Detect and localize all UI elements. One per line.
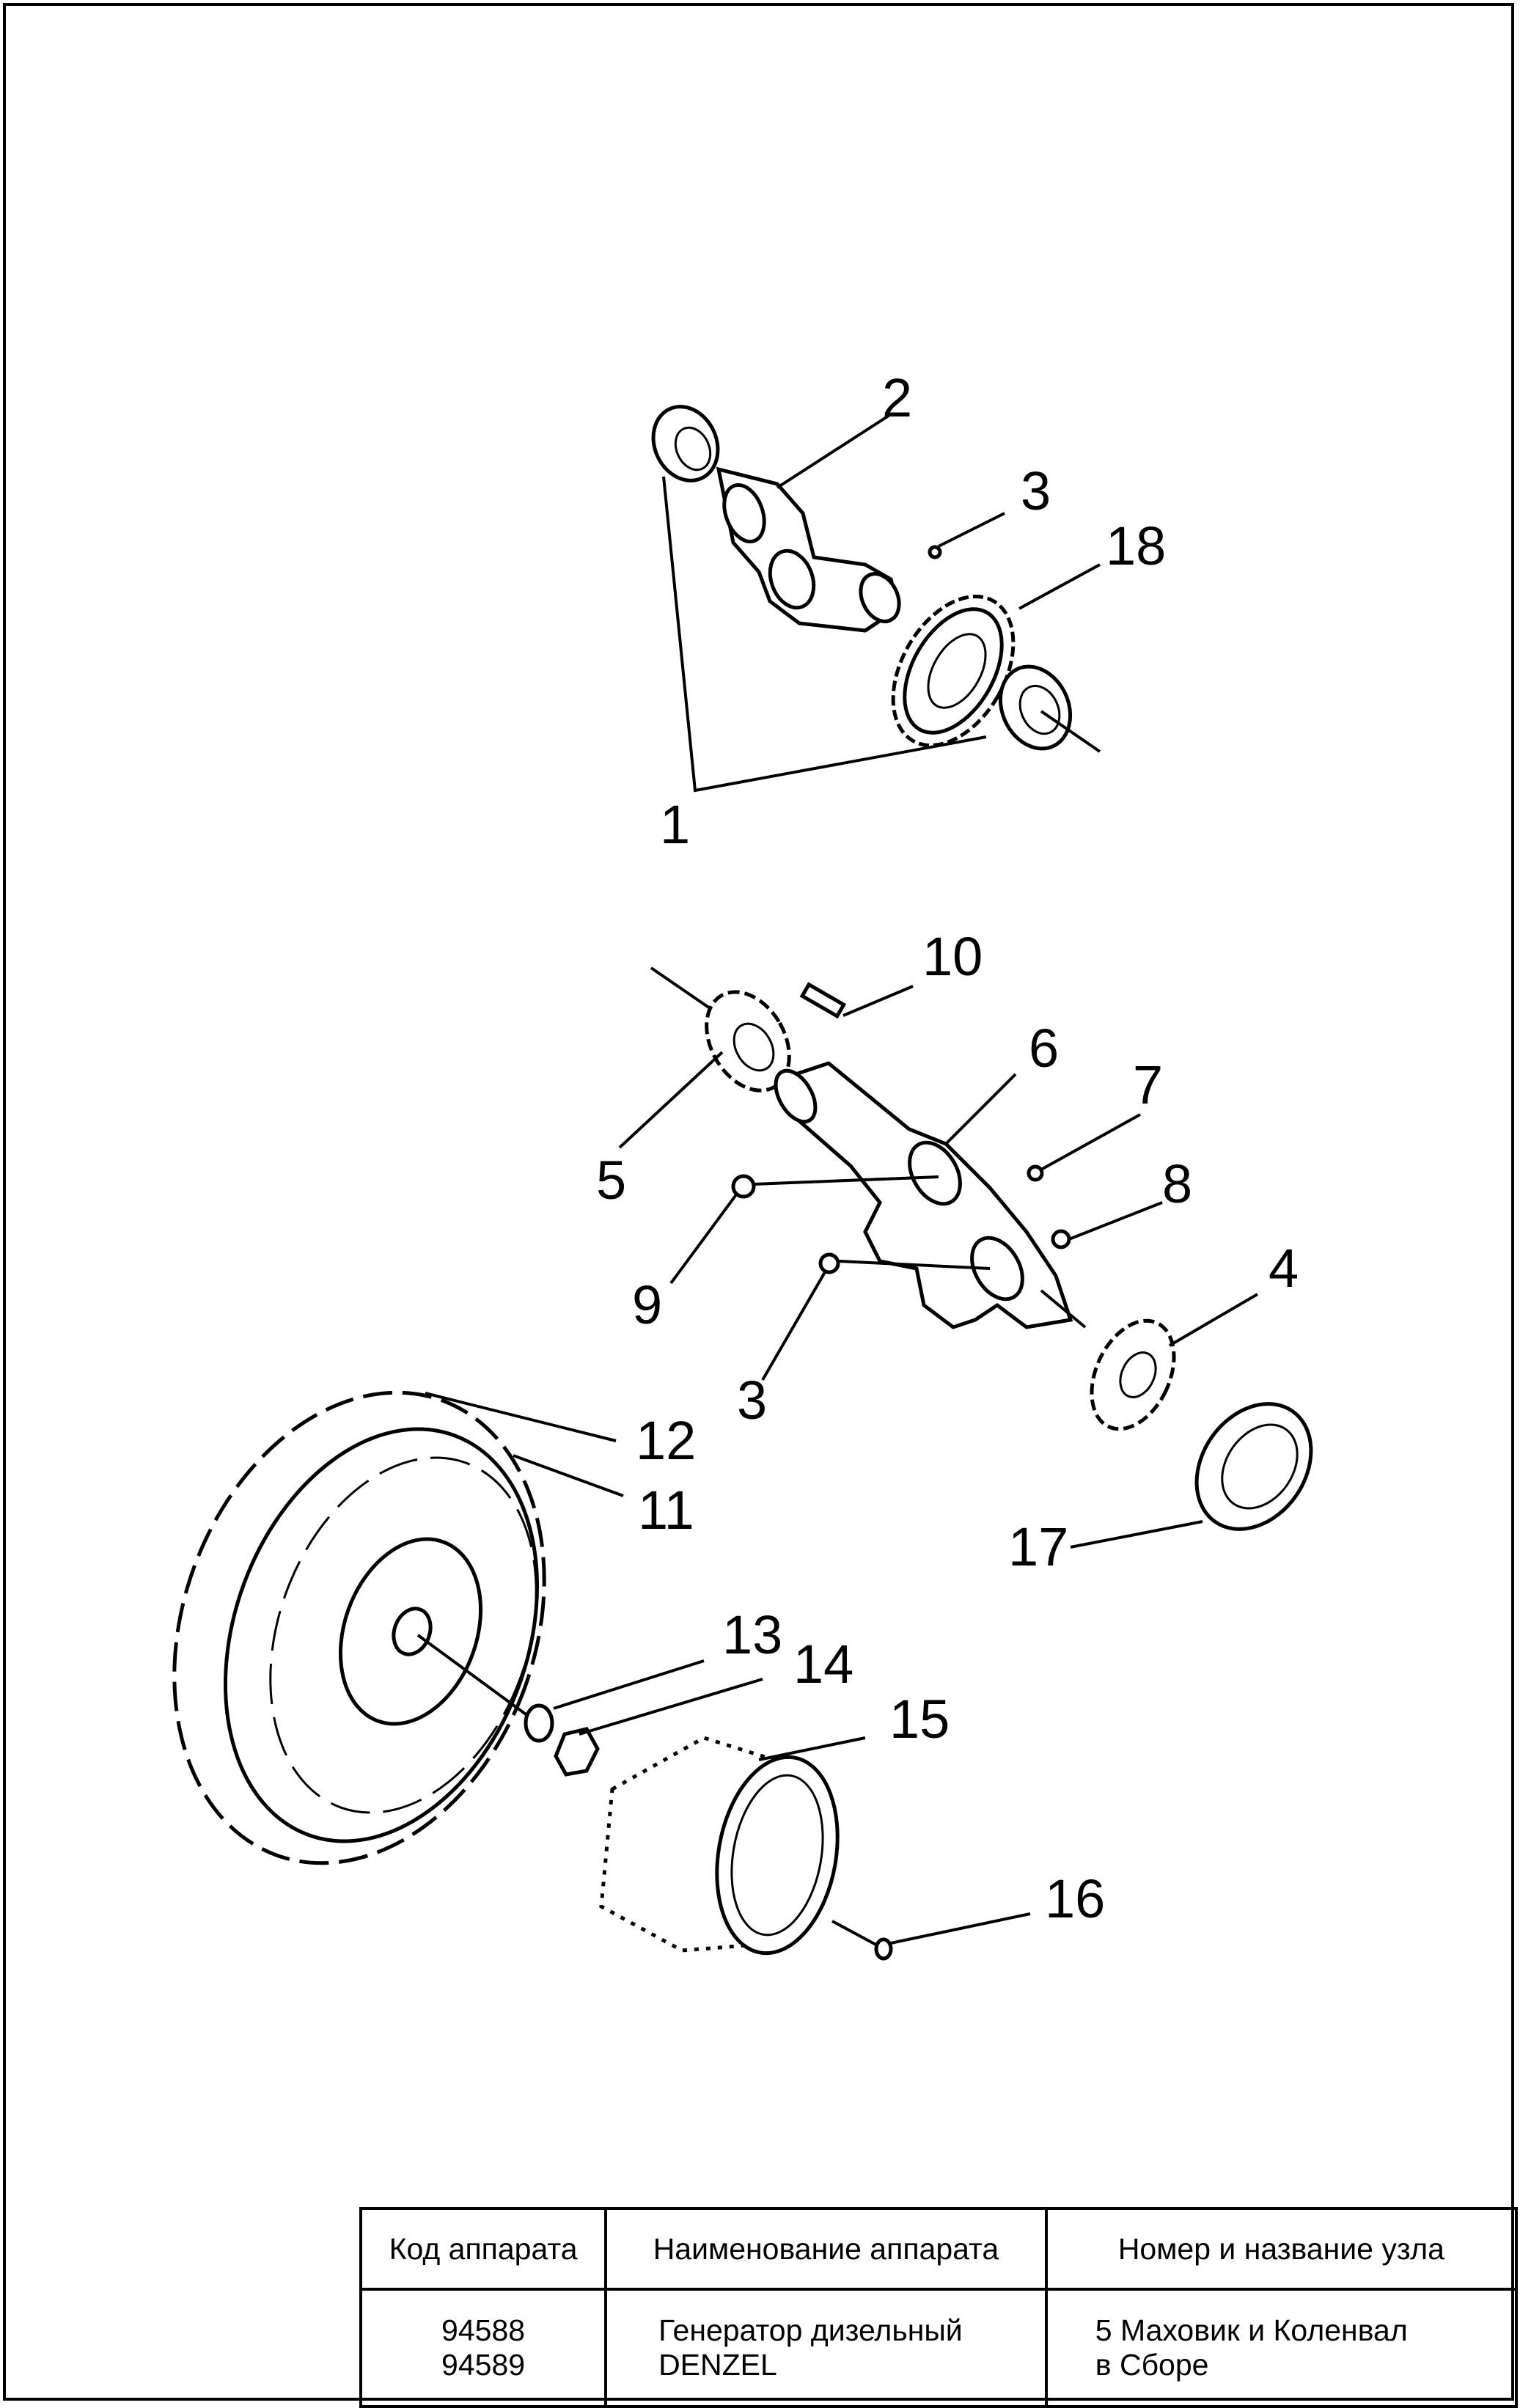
callout-11: 11 (638, 1480, 694, 1541)
crank-gear (1090, 1318, 1176, 1431)
plug-9 (731, 1174, 756, 1199)
balancer-shaft (716, 466, 901, 633)
crankshaft (774, 1061, 1087, 1329)
header-assembly: Номер и название узла (1044, 2207, 1519, 2291)
callout-6: 6 (1029, 1018, 1059, 1079)
callout-14: 14 (793, 1634, 853, 1695)
main-bearing (1194, 1402, 1313, 1531)
callout-5: 5 (596, 1150, 626, 1211)
device-name-line: Генератор дизельный (658, 2313, 963, 2347)
callout-16: 16 (1045, 1868, 1105, 1929)
balancer-gear (891, 595, 1016, 747)
bolt (831, 1920, 893, 1961)
balancer-shaft-assembly (651, 405, 1101, 793)
plug-8 (1051, 1229, 1071, 1249)
shaft-key (799, 982, 847, 1019)
callout-15: 15 (889, 1689, 950, 1750)
callout-13: 13 (722, 1604, 782, 1665)
assembly-name-line: в Сборе (1095, 2348, 1209, 2382)
pin-upper (928, 545, 942, 559)
callout-9: 9 (632, 1274, 662, 1335)
flywheel-nut (554, 1727, 600, 1777)
callout-1: 1 (660, 794, 690, 855)
header-device-code: Код аппарата (359, 2207, 608, 2291)
callout-18: 18 (1106, 515, 1166, 576)
plug-3 (818, 1252, 840, 1274)
flywheel-assembly (172, 1390, 1031, 1961)
bearing-right (998, 664, 1073, 751)
device-name: Генератор дизельный DENZEL (604, 2288, 1048, 2408)
callout-10: 10 (922, 926, 983, 987)
starter-cup (599, 1736, 840, 1956)
plug-7 (1027, 1164, 1044, 1182)
callout-3-lower: 3 (737, 1370, 767, 1431)
device-code: 94588 (441, 2313, 526, 2347)
flywheel (172, 1390, 546, 1865)
assembly-name: 5 Маховик и Коленвал в Сборе (1044, 2288, 1519, 2408)
callout-7: 7 (1133, 1054, 1163, 1115)
device-codes: 94588 94589 (359, 2288, 608, 2408)
device-code: 94589 (441, 2348, 526, 2382)
callout-4: 4 (1268, 1238, 1299, 1299)
crankshaft-assembly (618, 966, 1313, 1549)
device-name-line: DENZEL (658, 2348, 777, 2382)
callout-17: 17 (1008, 1516, 1068, 1577)
washer (524, 1703, 554, 1743)
callout-12: 12 (636, 1410, 696, 1471)
callout-8: 8 (1162, 1153, 1192, 1214)
bearing-left (651, 405, 720, 482)
header-device-name: Наименование аппарата (604, 2207, 1048, 2291)
callout-2: 2 (882, 367, 912, 428)
title-block: Код аппарата Наименование аппарата Номер… (359, 2207, 1519, 2408)
assembly-name-line: 5 Маховик и Коленвал (1095, 2313, 1408, 2347)
callout-3-upper: 3 (1021, 460, 1051, 521)
